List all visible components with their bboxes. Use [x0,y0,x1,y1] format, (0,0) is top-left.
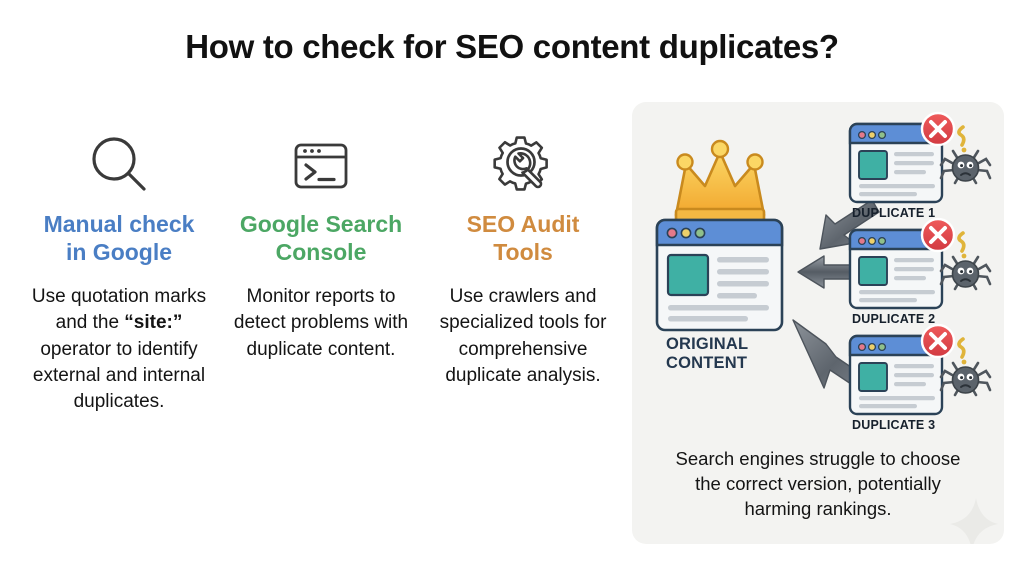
method-column-manual-check: Manual check in Google Use quotation mar… [18,128,220,415]
confused-spider-icon [939,231,992,291]
page-title: How to check for SEO content duplicates? [185,28,839,65]
sparkle-watermark [950,498,998,544]
method-column-search-console: Google Search Console Monitor reports to… [220,128,422,415]
original-content-label: ORIGINAL CONTENT [666,335,748,373]
original-content-label-line-2: CONTENT [666,354,748,373]
method-body-text: Use crawlers and specialized tools for c… [439,286,607,386]
duplicate-label-1: DUPLICATE 1 [852,206,936,220]
caption-line-3: harming rankings. [744,497,892,519]
method-heading-line-2: Console [275,239,367,266]
caption-line-2: the correct version, potentially [695,472,941,494]
confused-spider-icon [939,337,992,397]
method-heading-line-1: Manual check [43,211,195,237]
method-body-text: Monitor reports to detect problems with … [233,286,409,360]
illustration-caption: Search engines struggle to choose the co… [642,447,994,521]
magnifier-icon [84,128,154,202]
method-body-text: Use quotation marks and the “site:” oper… [31,286,207,412]
crown-icon [674,139,766,224]
duplicate-content-illustration-panel: DUPLICATE 1 DUPLICATE 2 DUPLICATE 3 ORIG… [632,102,1004,544]
method-heading: SEO Audit Tools [467,210,580,266]
duplicate-window-3 [848,323,992,416]
error-badge-icon [920,217,956,253]
error-badge-icon [920,323,956,359]
method-column-seo-audit-tools: SEO Audit Tools Use crawlers and special… [422,128,624,415]
original-content-window [655,139,784,332]
duplicate-window-1 [848,111,992,204]
method-heading-line-1: SEO Audit [466,211,580,237]
method-heading: Google Search Console [240,210,402,266]
methods-columns: Manual check in Google Use quotation mar… [18,128,626,415]
caption-line-1: Search engines struggle to choose [675,448,961,469]
method-heading: Manual check in Google [44,210,195,266]
method-heading-line-1: Google Search [239,211,403,237]
gear-wrench-icon [488,128,558,202]
method-heading-line-2: Tools [493,239,553,266]
duplicate-window-2 [848,217,992,310]
error-badge-icon [920,111,956,147]
method-heading-line-2: in Google [65,239,173,266]
duplicate-label-3: DUPLICATE 3 [852,418,936,432]
confused-spider-icon [939,125,992,185]
duplicate-label-2: DUPLICATE 2 [852,312,936,326]
original-content-label-line-1: ORIGINAL [666,335,749,353]
console-window-icon [286,128,356,202]
